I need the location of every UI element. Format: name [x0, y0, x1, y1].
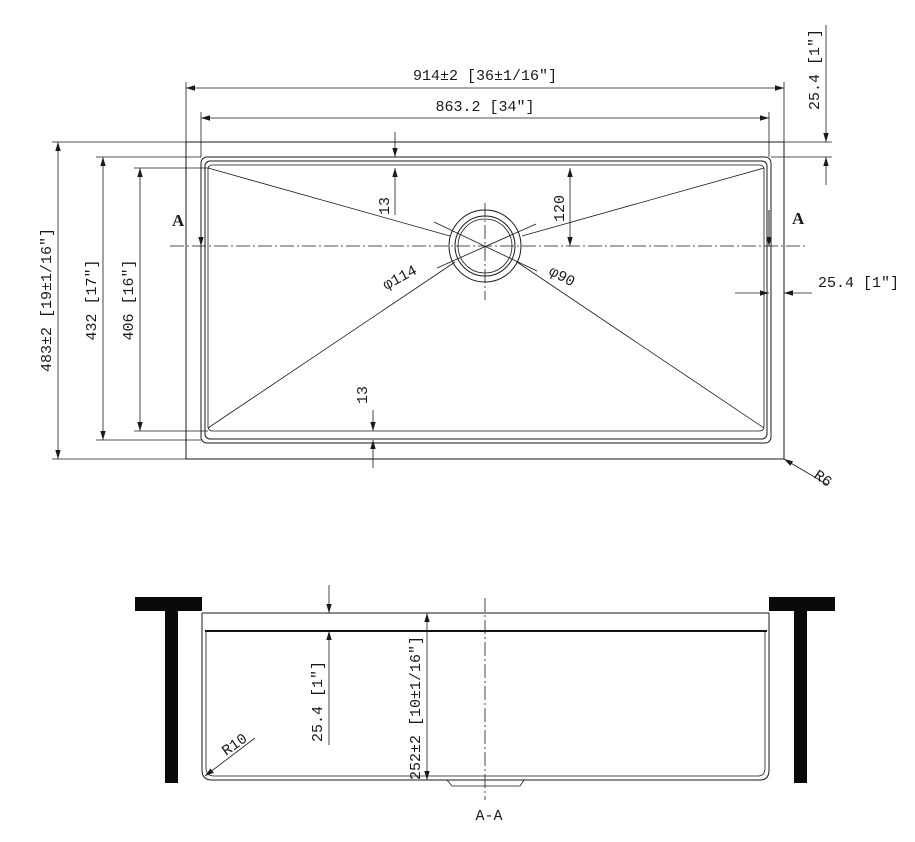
- bottom-gap-label: 13: [355, 386, 372, 404]
- sink-section-profile: [201, 613, 770, 781]
- slope-line: [207, 261, 456, 429]
- slope-line: [516, 261, 765, 429]
- section-mark-right: A: [792, 209, 805, 228]
- flange-thickness-label: 25.4 [1″]: [310, 661, 327, 742]
- overall-width-label: 483±2 [19±1/16″]: [39, 228, 56, 372]
- sink-outer-outline: [185, 141, 785, 460]
- bottom-radius-label: R10: [219, 731, 251, 760]
- slope-line: [521, 167, 765, 237]
- cabinet-wall-left: [165, 611, 178, 783]
- depth-label: 252±2 [10±1/16″]: [408, 636, 425, 780]
- top-view: A A 914±2 [36±1/16″] 863.2 [34″] 25.4 [1…: [39, 25, 899, 491]
- bowl-inner-outline: [204, 160, 768, 440]
- drain-stub: [446, 779, 525, 787]
- section-view: 25.4 [1″] 252±2 [10±1/16″] R10 A-A: [135, 585, 835, 825]
- side-flange-label: 25.4 [1″]: [818, 275, 899, 292]
- corner-radius-leader: [783, 458, 829, 486]
- width-432-label: 432 [17″]: [84, 259, 101, 340]
- drain-offset-label: 120: [552, 195, 569, 222]
- top-gap-label: 13: [377, 197, 394, 215]
- width-406-label: 406 [16″]: [121, 259, 138, 340]
- bowl-bottom-line: [207, 164, 765, 432]
- drain-inner-label: φ90: [546, 263, 578, 291]
- flange-height-label: 25.4 [1″]: [807, 29, 824, 110]
- overall-length-label: 914±2 [36±1/16″]: [413, 68, 557, 85]
- corner-radius-label: R6: [810, 467, 835, 491]
- countertop-left: [135, 597, 202, 611]
- inner-length-label: 863.2 [34″]: [435, 99, 534, 116]
- slope-line: [207, 167, 451, 237]
- bottom-radius-leader: [204, 737, 256, 777]
- countertop-right: [769, 597, 835, 611]
- cabinet-wall-right: [794, 611, 807, 783]
- drain-dia-leader: [436, 223, 537, 269]
- bowl-outline: [200, 156, 772, 444]
- section-title: A-A: [475, 808, 502, 825]
- section-mark-left: A: [172, 211, 185, 230]
